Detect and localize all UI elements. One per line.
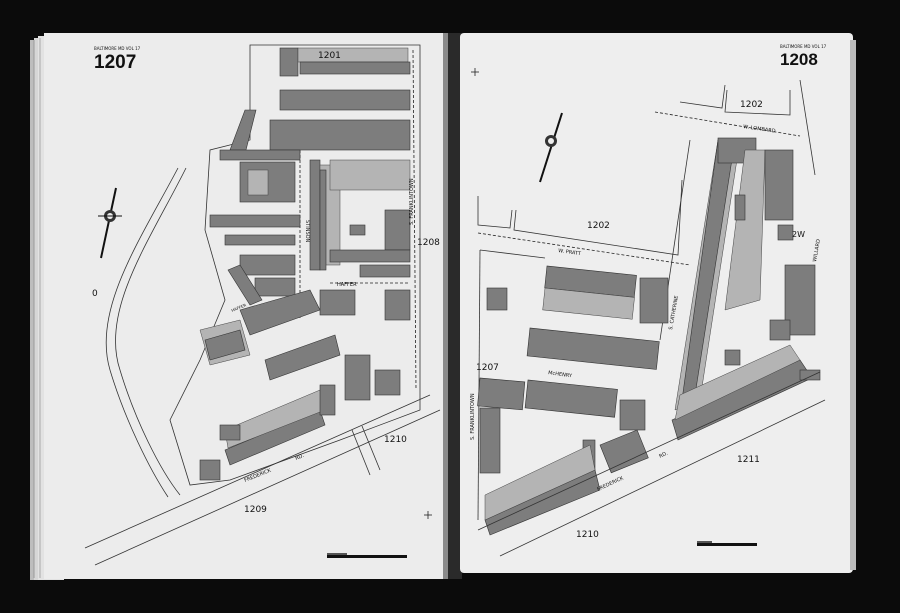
scale-bar xyxy=(697,541,757,546)
right-page-edge xyxy=(850,40,856,570)
left-page-number: 1207 xyxy=(94,52,136,73)
left-block-outlines xyxy=(169,44,421,486)
right-page-number: 1208 xyxy=(780,50,818,69)
left-adjoining-top: 1201 xyxy=(318,51,341,61)
street-rd-left: RD. xyxy=(295,453,306,462)
frederick-road-left xyxy=(84,394,441,566)
left-header-small: BALTIMORE MD VOL 17 xyxy=(94,46,141,51)
left-adjoining-bottom: 1209 xyxy=(244,505,267,515)
street-haffer: HAFFER xyxy=(337,282,357,288)
street-w-pratt: W. PRATT xyxy=(558,248,582,257)
right-adjoining-top: 1202 xyxy=(740,100,763,110)
frederick-road-right xyxy=(477,371,826,557)
scale-bar xyxy=(327,553,407,558)
left-buildings xyxy=(199,47,411,481)
street-s-franklintown-right: S. FRANKLINTOWN xyxy=(470,393,476,440)
street-s-franklintown-left: S. FRANKLINTOWN xyxy=(409,178,415,225)
right-header-small: BALTIMORE MD VOL 17 xyxy=(780,44,827,49)
street-willard: WILLARD xyxy=(812,239,822,263)
right-buildings xyxy=(477,137,821,536)
right-adjoining-left: 1207 xyxy=(476,363,499,373)
street-w-lombard: W. LOMBARD xyxy=(743,124,776,134)
right-adjoining-middle: 1202 xyxy=(587,221,610,231)
left-adjoining-right: 1208 xyxy=(417,238,440,248)
registration-mark-icon xyxy=(424,511,432,519)
right-adjoining-bottom: 1210 xyxy=(576,530,599,540)
spine-edge xyxy=(443,33,448,579)
street-s-catherine: S. CATHERINE xyxy=(668,295,680,330)
street-haffer-2: HAFFER xyxy=(231,302,248,313)
compass-rose-icon xyxy=(98,187,122,259)
curved-road xyxy=(105,167,187,498)
label-2w: 2W xyxy=(792,230,805,239)
street-rd-right: RD. xyxy=(658,450,669,459)
left-adjoining-bottom-right: 1210 xyxy=(384,435,407,445)
right-street-lines xyxy=(477,79,816,521)
right-page-map: BALTIMORE MD VOL 17 1208 xyxy=(470,44,827,557)
street-stinson: STINSON xyxy=(304,220,310,243)
marker-zero: 0 xyxy=(92,289,98,299)
book-spine xyxy=(446,33,462,579)
street-mchenry: McHENRY xyxy=(548,370,573,379)
right-adjoining-bottom-right: 1211 xyxy=(737,455,760,465)
compass-rose-icon xyxy=(539,112,563,183)
registration-mark-icon xyxy=(471,68,479,76)
